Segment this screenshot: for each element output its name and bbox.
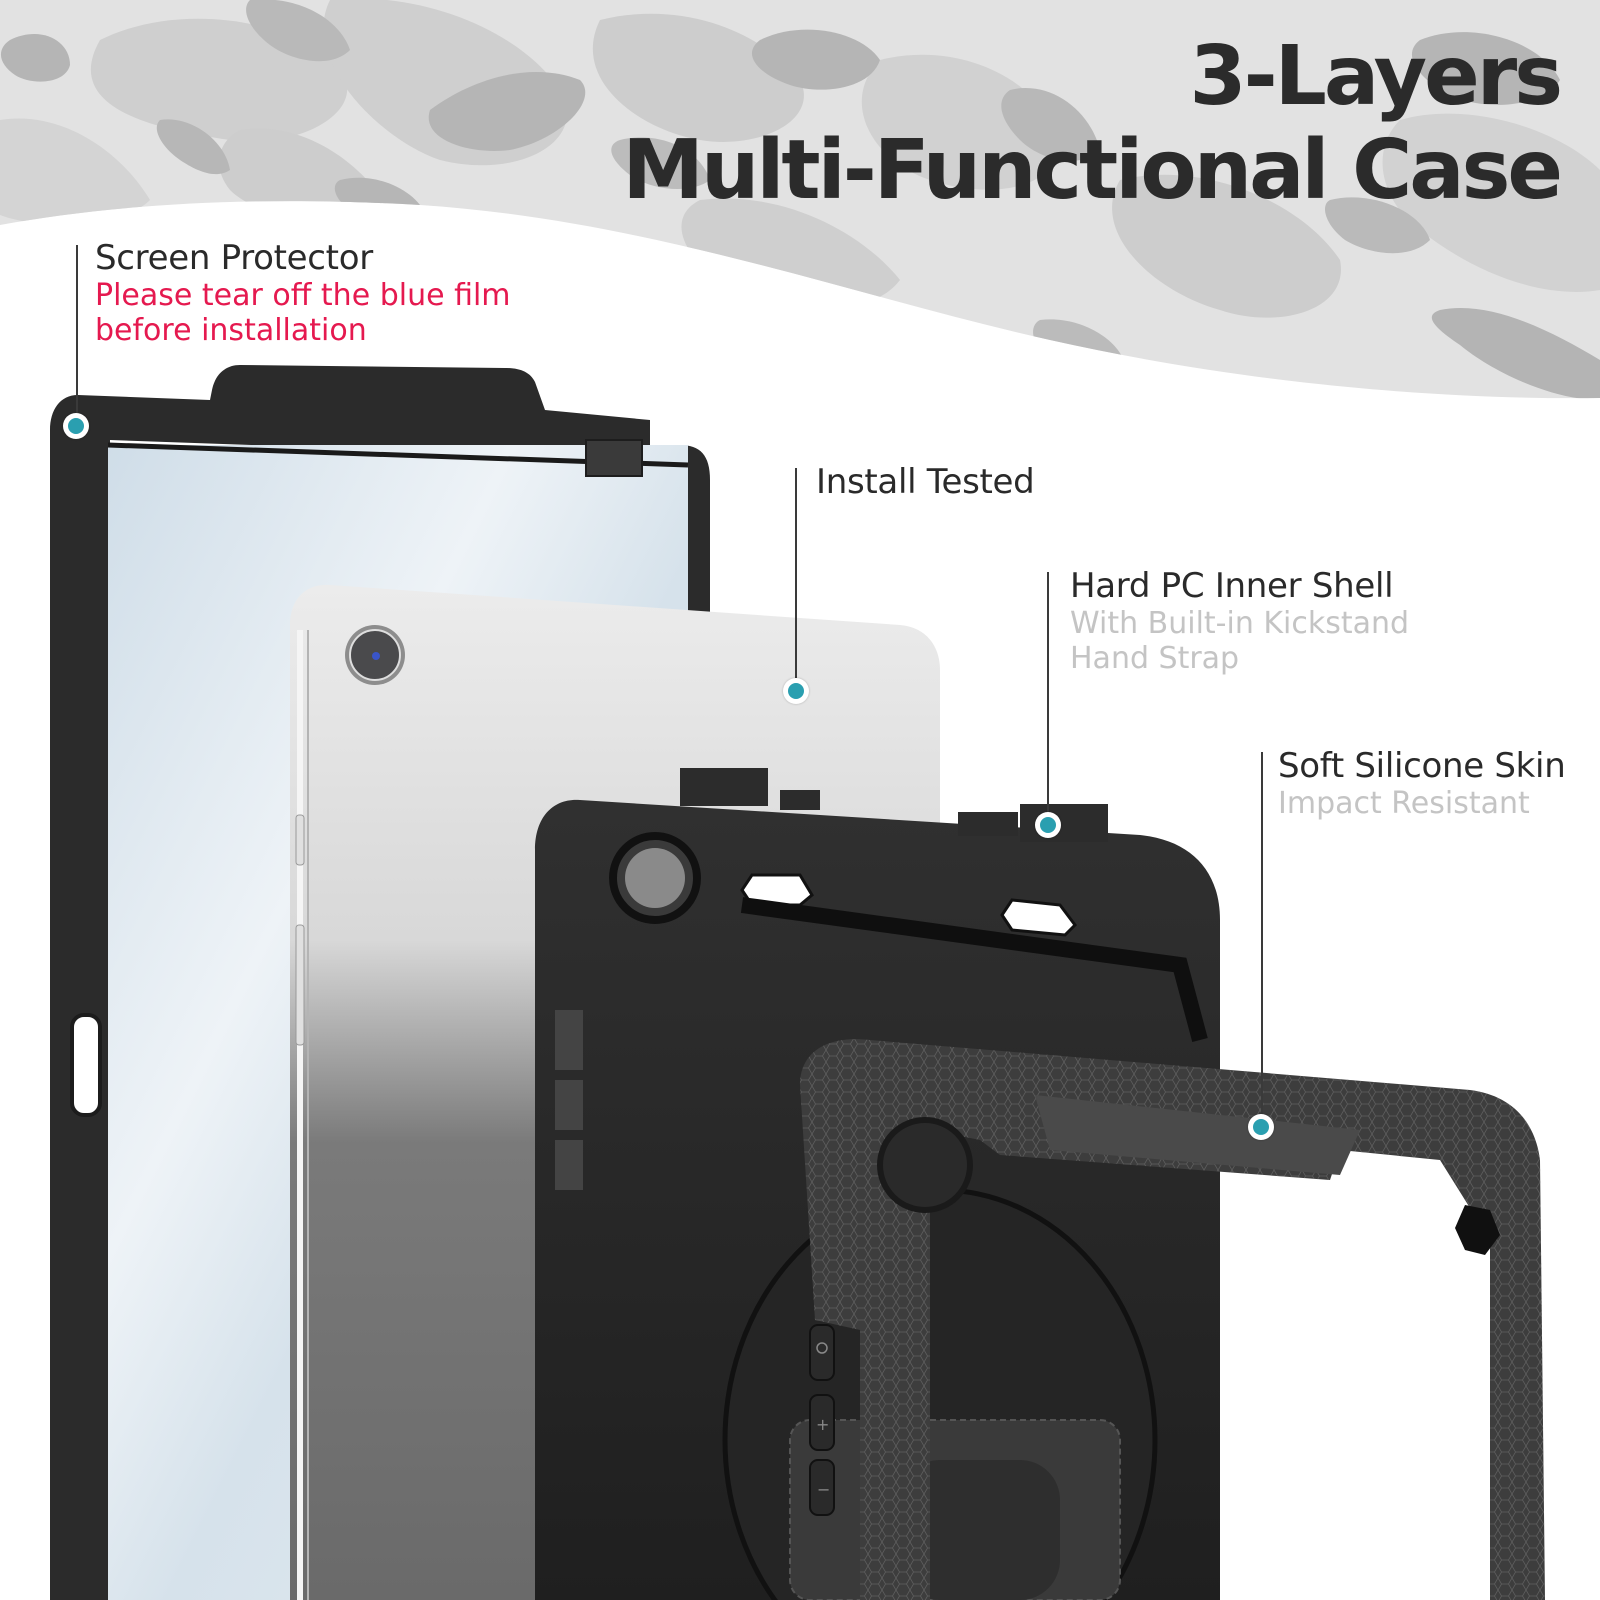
headline-line-1: 3-Layers <box>1189 29 1563 124</box>
headline: 3-Layers Multi-Functional Case <box>622 29 1563 218</box>
plus-icon: + <box>816 1415 829 1434</box>
callout-title: Hard PC Inner Shell <box>1070 566 1394 606</box>
leader-line-hard-pc-shell <box>1047 572 1049 812</box>
callout-install-tested: Install Tested <box>816 462 1035 502</box>
callout-title: Screen Protector <box>95 238 373 278</box>
power-icon <box>816 1342 828 1354</box>
hotspot-dot-install-tested[interactable] <box>783 678 809 704</box>
leader-line-install-tested <box>795 468 797 678</box>
minus-icon: − <box>817 1480 830 1499</box>
callout-screen-protector: Screen Protector Please tear off the blu… <box>95 238 511 348</box>
leader-line-soft-silicone-skin <box>1261 752 1263 1122</box>
camo-pattern-background <box>0 0 1600 399</box>
callout-subtitle: Please tear off the blue film <box>95 278 511 313</box>
callout-title: Install Tested <box>816 462 1035 502</box>
callout-subtitle: before installation <box>95 313 367 348</box>
callout-hard-pc-inner-shell: Hard PC Inner Shell With Built-in Kickst… <box>1070 566 1409 676</box>
leader-line-screen-protector <box>76 245 78 425</box>
callout-subtitle: Hand Strap <box>1070 641 1240 676</box>
headline-line-2: Multi-Functional Case <box>622 123 1563 218</box>
hotspot-dot-hard-pc-shell[interactable] <box>1035 812 1061 838</box>
callout-subtitle: Impact Resistant <box>1278 786 1530 821</box>
callout-subtitle: With Built-in Kickstand <box>1070 606 1410 641</box>
callout-title: Soft Silicone Skin <box>1278 746 1566 786</box>
callout-soft-silicone-skin: Soft Silicone Skin Impact Resistant <box>1278 746 1566 821</box>
hotspot-dot-screen-protector[interactable] <box>63 413 89 439</box>
soft-silicone-skin: + − <box>800 1039 1545 1600</box>
hotspot-dot-soft-silicone-skin[interactable] <box>1248 1114 1274 1140</box>
